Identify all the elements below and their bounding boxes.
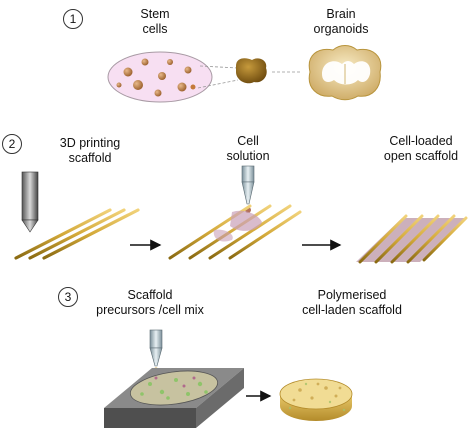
step-3 (104, 329, 353, 428)
label-cell-solution-line-1: Cell (237, 134, 259, 148)
label-scaffold-precursors-line-2: precursors /cell mix (96, 303, 204, 317)
step-number-1: 1 (63, 9, 83, 29)
scaffold-with-cell-drop (168, 204, 302, 260)
label-polymerised-line-2: cell-laden scaffold (302, 303, 402, 317)
cell-loaded-scaffold (354, 214, 468, 264)
label-scaffold-precursors-line-1: Scaffold (127, 288, 173, 302)
label-stem-cells-line-1: Stem (140, 7, 170, 21)
stem-cells (116, 58, 192, 97)
label-stem-cells-line-2: cells (142, 22, 168, 36)
label-scaffold-precursors: Scaffold precursors /cell mix (96, 288, 204, 318)
label-stem-cells: Stem cells (140, 7, 169, 37)
label-polymerised-scaffold: Polymerised cell-laden scaffold (302, 288, 402, 318)
label-3d-printing-line-2: scaffold (68, 151, 112, 165)
label-brain-organoids: Brain organoids (314, 7, 369, 37)
label-polymerised-line-1: Polymerised (317, 288, 387, 302)
step-number-3: 3 (58, 287, 78, 307)
step-number-2: 2 (2, 134, 22, 154)
label-3d-printing-line-1: 3D printing (59, 136, 121, 150)
label-brain-organoids-line-2: organoids (313, 22, 369, 36)
pipette-icon (149, 329, 163, 373)
polymerised-disk (279, 378, 353, 421)
label-cell-loaded-open-scaffold: Cell-loaded open scaffold (384, 134, 458, 164)
mold-block (104, 368, 244, 428)
label-cell-solution: Cell solution (226, 134, 269, 164)
label-cell-loaded-line-1: Cell-loaded (389, 134, 453, 148)
label-cell-solution-line-2: solution (226, 149, 270, 163)
step-1 (107, 45, 382, 103)
organoid-blob (236, 58, 267, 84)
brain-slice-icon (308, 45, 382, 101)
scaffold-partial (12, 208, 140, 260)
label-3d-printing-scaffold: 3D printing scaffold (60, 136, 120, 166)
label-cell-loaded-line-2: open scaffold (383, 149, 459, 163)
label-brain-organoids-line-1: Brain (326, 7, 356, 21)
step-2 (12, 165, 468, 264)
